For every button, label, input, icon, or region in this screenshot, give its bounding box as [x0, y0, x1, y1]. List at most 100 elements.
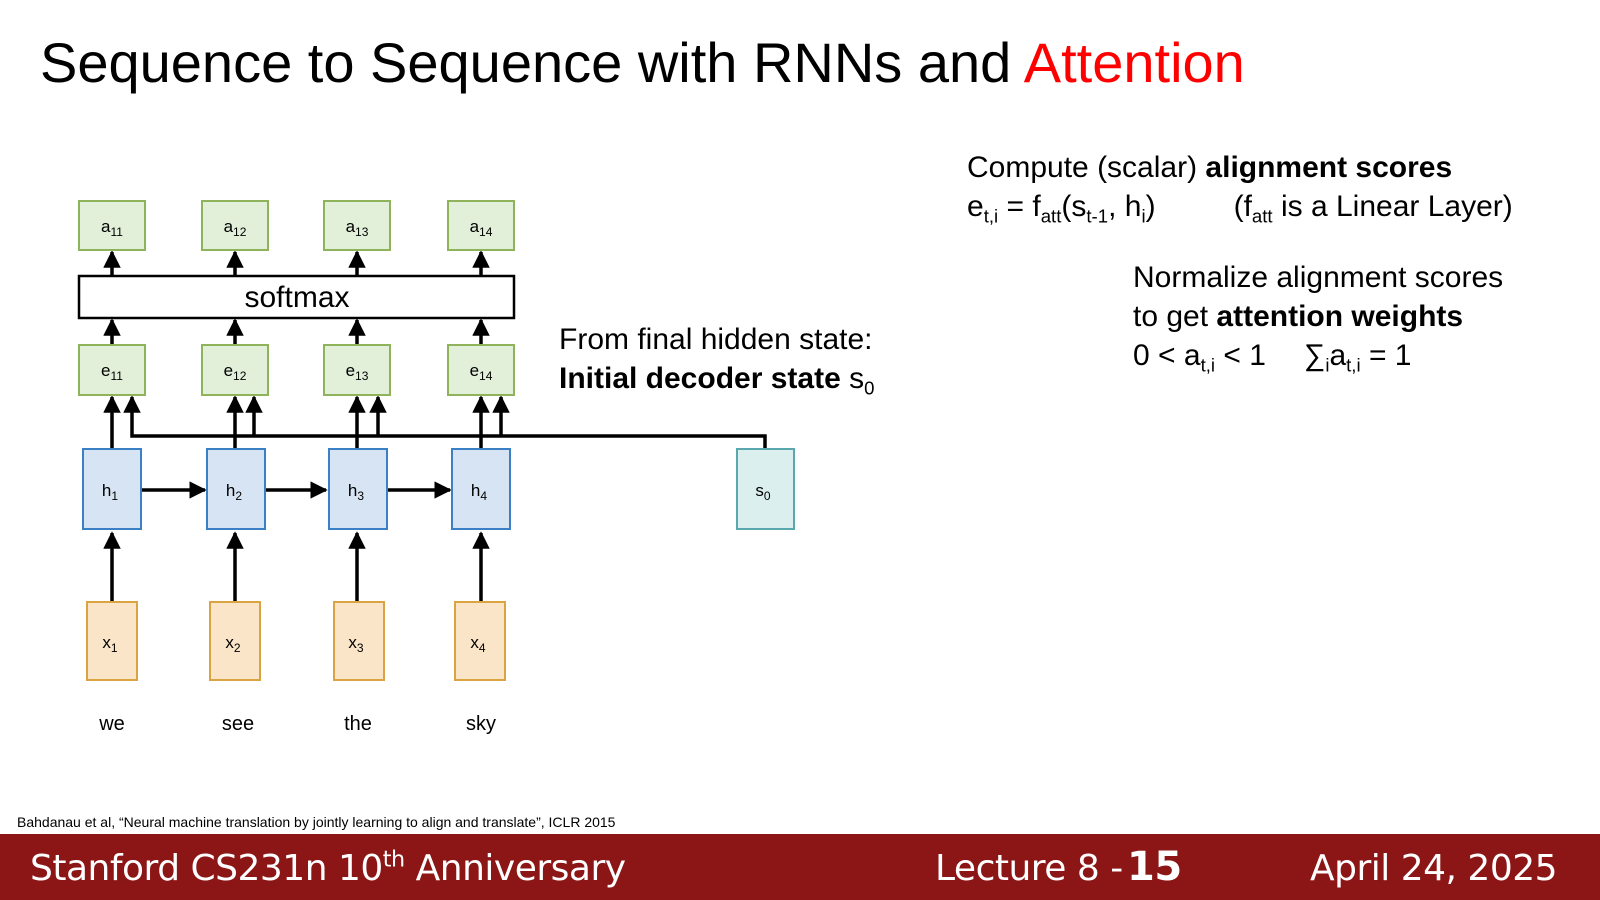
svg-text:h1: h1	[102, 481, 118, 503]
hidden-box-h2: h2	[206, 448, 266, 530]
attention-box-a12: a12	[201, 200, 269, 251]
attention-label: a	[470, 217, 480, 236]
footer-date: April 24, 2025	[1310, 848, 1558, 889]
score-label: e	[224, 361, 233, 380]
slide-title: Sequence to Sequence with RNNs and Atten…	[40, 30, 1245, 95]
svg-text:x3: x3	[348, 633, 364, 655]
svg-text:s0: s0	[755, 481, 771, 503]
connector-lines	[103, 250, 767, 602]
score-sub: 14	[479, 369, 493, 383]
input-sub: 2	[234, 641, 241, 655]
input-label: x	[102, 633, 111, 652]
hidden-label: h	[471, 481, 480, 500]
footer-page-number: 15	[1127, 844, 1182, 890]
score-sub: 12	[233, 369, 247, 383]
hidden-box-h3: h3	[328, 448, 388, 530]
hidden-states-row: h1 h2 h3 h4	[82, 448, 511, 530]
svg-text:h4: h4	[471, 481, 487, 503]
score-box-e13: e13	[323, 344, 391, 396]
svg-text:x2: x2	[225, 633, 241, 655]
score-box-e12: e12	[201, 344, 269, 396]
alignment-scores-row: e11 e12 e13 e14	[78, 344, 515, 396]
softmax-box: softmax	[77, 274, 516, 320]
svg-text:e13: e13	[346, 361, 369, 383]
hidden-sub: 2	[235, 489, 242, 503]
score-label: e	[470, 361, 479, 380]
normalize-line-2: to get attention weights	[1133, 300, 1464, 333]
input-sub: 3	[357, 641, 364, 655]
decoder-state-box-s0: s0	[736, 448, 795, 530]
input-word: sky	[466, 713, 496, 735]
s0-bus	[123, 395, 767, 449]
hidden-label: h	[226, 481, 235, 500]
svg-text:a13: a13	[346, 217, 369, 239]
footer-lecture: Lecture 8 -	[935, 848, 1123, 889]
attention-box-a11: a11	[78, 200, 146, 251]
input-word: see	[222, 713, 254, 735]
input-sub: 4	[479, 641, 486, 655]
inputs-row: x1 x2 x3 x4	[86, 601, 506, 681]
normalize-annotation: Normalize alignment scores to get attent…	[1133, 258, 1503, 375]
input-label: x	[348, 633, 357, 652]
svg-text:a11: a11	[101, 217, 123, 239]
footer-course: Stanford CS231n 10th Anniversary	[30, 846, 626, 889]
input-label: x	[470, 633, 479, 652]
attention-label: a	[101, 217, 111, 236]
hidden-sub: 4	[480, 489, 487, 503]
title-main: Sequence to Sequence with RNNs and	[40, 31, 1012, 94]
score-box-e14: e14	[447, 344, 515, 396]
decoder-label: s	[755, 481, 764, 500]
attention-sub: 14	[479, 225, 493, 239]
citation: Bahdanau et al, “Neural machine translat…	[17, 814, 616, 830]
svg-text:a12: a12	[224, 217, 247, 239]
attention-sub: 12	[233, 225, 247, 239]
attention-box-a13: a13	[323, 200, 391, 251]
svg-text:e12: e12	[224, 361, 247, 383]
alignment-equation: et,i = fatt(st-1, hi)(fatt is a Linear L…	[967, 190, 1513, 227]
input-word: we	[98, 713, 125, 735]
input-box-x3: x3	[333, 601, 385, 681]
footer-bar: Stanford CS231n 10th Anniversary Lecture…	[0, 834, 1600, 900]
compute-line: Compute (scalar) alignment scores	[967, 151, 1453, 184]
attention-sub: 13	[355, 225, 369, 239]
input-word: the	[344, 713, 372, 735]
svg-text:e11: e11	[101, 361, 123, 383]
hidden-sub: 1	[111, 489, 118, 503]
hidden-label: h	[348, 481, 357, 500]
input-sub: 1	[111, 641, 118, 655]
weights-constraints: 0 < at,i < 1∑iat,i = 1	[1133, 339, 1412, 376]
from-final-annotation: From final hidden state: Initial decoder…	[559, 320, 874, 398]
decoder-sub: 0	[764, 489, 771, 503]
attention-sub: 11	[111, 225, 124, 239]
input-words: we see the sky	[98, 713, 496, 735]
input-box-x2: x2	[209, 601, 261, 681]
input-label: x	[225, 633, 234, 652]
hidden-sub: 3	[357, 489, 364, 503]
compute-annotation: Compute (scalar) alignment scores et,i =…	[967, 148, 1513, 226]
svg-text:x1: x1	[102, 633, 118, 655]
hidden-label: h	[102, 481, 111, 500]
hidden-box-h1: h1	[82, 448, 142, 530]
input-box-x4: x4	[454, 601, 506, 681]
attention-label: a	[346, 217, 356, 236]
svg-text:h2: h2	[226, 481, 242, 503]
from-final-line: From final hidden state:	[559, 323, 873, 356]
score-sub: 11	[111, 369, 124, 383]
attention-weights-row: a11 a12 a13 a14	[78, 200, 515, 251]
svg-text:a14: a14	[470, 217, 493, 239]
attention-label: a	[224, 217, 234, 236]
score-box-e11: e11	[78, 344, 146, 396]
svg-text:h3: h3	[348, 481, 364, 503]
svg-text:x4: x4	[470, 633, 486, 655]
hidden-box-h4: h4	[451, 448, 511, 530]
score-label: e	[346, 361, 355, 380]
attention-box-a14: a14	[447, 200, 515, 251]
score-sub: 13	[355, 369, 369, 383]
softmax-label: softmax	[244, 281, 349, 314]
title-accent: Attention	[1023, 31, 1245, 94]
initial-decoder-line: Initial decoder state s0	[559, 362, 875, 399]
svg-text:e14: e14	[470, 361, 493, 383]
normalize-line-1: Normalize alignment scores	[1133, 261, 1504, 294]
input-box-x1: x1	[86, 601, 138, 681]
